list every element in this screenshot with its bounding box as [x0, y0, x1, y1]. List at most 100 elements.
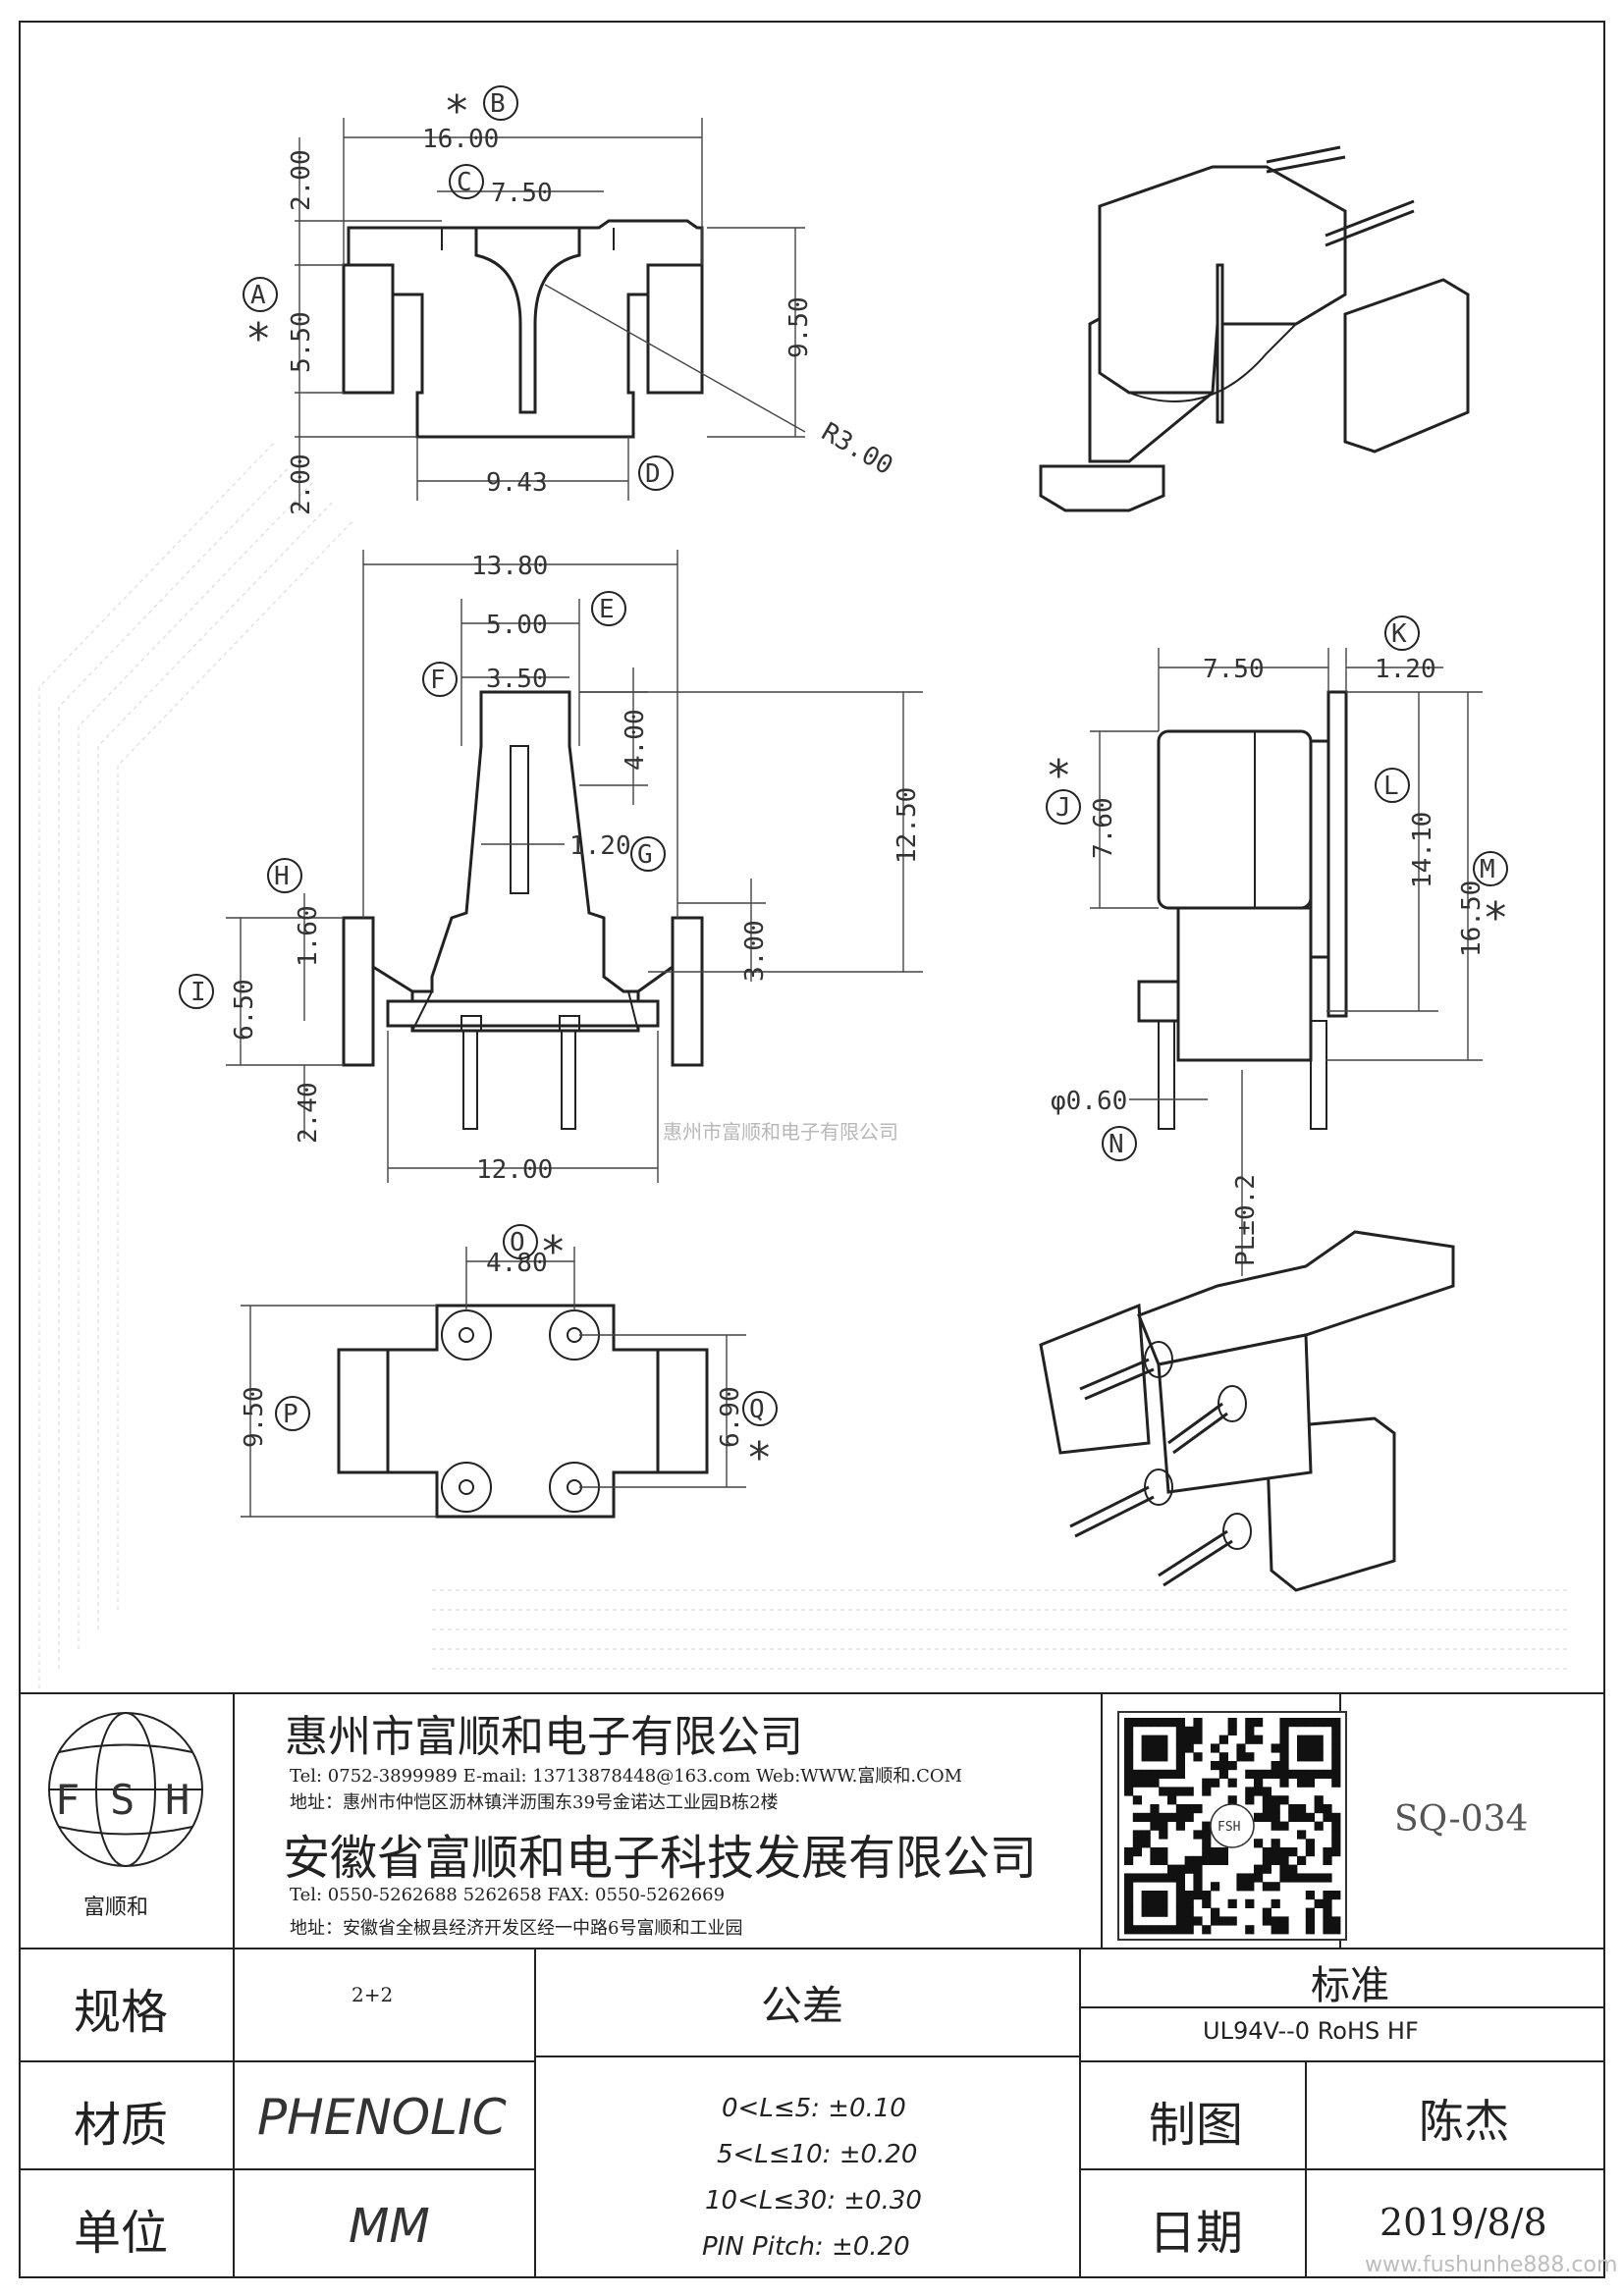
- company-address-anhui: 地址：安徽省全椒县经济开发区经一中路6号富顺和工业园: [290, 1918, 743, 1939]
- critical-mark: *: [1483, 893, 1509, 943]
- qr-module: [1245, 1718, 1255, 1728]
- callout-letter: K: [1391, 619, 1407, 649]
- qr-module: [1297, 1735, 1307, 1744]
- qr-module: [1167, 1873, 1177, 1883]
- qr-module: [1193, 1916, 1203, 1926]
- company-logo: F S H: [48, 1712, 203, 1867]
- qr-module: [1150, 1873, 1160, 1883]
- qr-module: [1245, 1769, 1255, 1779]
- qr-module: [1184, 1812, 1194, 1822]
- iso-pins: [1069, 1341, 1252, 1587]
- qr-module: [1323, 1891, 1332, 1900]
- front-view-pin: [561, 1030, 576, 1130]
- qr-module: [1159, 1855, 1168, 1865]
- iso-pin: [1069, 1485, 1155, 1538]
- qr-module: [1305, 1873, 1315, 1883]
- qr-module: [1331, 1752, 1341, 1762]
- qr-module: [1323, 1769, 1332, 1779]
- qr-module: [1150, 1891, 1160, 1900]
- qr-module: [1279, 1864, 1289, 1874]
- part-number: SQ-034: [1394, 1799, 1529, 1840]
- qr-module: [1124, 1898, 1134, 1908]
- qr-module: [1262, 1855, 1271, 1865]
- qr-module: [1202, 1839, 1212, 1848]
- qr-module: [1202, 1830, 1212, 1840]
- qr-module: [1331, 1726, 1341, 1735]
- dim-label: 7.50: [1203, 655, 1265, 684]
- qr-module: [1141, 1907, 1151, 1917]
- dim-label: 3.50: [486, 665, 548, 694]
- qr-module: [1124, 1855, 1134, 1865]
- callout-letter: A: [250, 281, 266, 310]
- qr-module: [1314, 1804, 1324, 1814]
- dim-label: PL±0.2: [1231, 1174, 1261, 1266]
- qr-module: [1323, 1812, 1332, 1822]
- qr-module: [1314, 1898, 1324, 1908]
- dim-label: R3.00: [817, 417, 898, 481]
- qr-module: [1202, 1898, 1212, 1908]
- dim-label: 9.50: [240, 1386, 269, 1448]
- callout-circle: [503, 1224, 538, 1259]
- qr-module: [1288, 1873, 1298, 1883]
- qr-module: [1150, 1743, 1160, 1753]
- qr-module: [1245, 1873, 1255, 1883]
- qr-module: [1124, 1769, 1134, 1779]
- qr-module: [1331, 1769, 1341, 1779]
- qr-module: [1331, 1761, 1341, 1771]
- qr-module: [1279, 1925, 1289, 1935]
- qr-module: [1211, 1855, 1220, 1865]
- qr-module: [1141, 1925, 1151, 1935]
- qr-module: [1236, 1752, 1246, 1762]
- qr-module: [1271, 1743, 1280, 1753]
- iso-right-flange: [1343, 278, 1470, 454]
- qr-module: [1227, 1898, 1237, 1908]
- qr-module: [1150, 1847, 1160, 1857]
- qr-module: [1218, 1916, 1228, 1926]
- qr-module: [1193, 1735, 1203, 1744]
- iso-pin: [1167, 1402, 1228, 1455]
- qr-module: [1124, 1752, 1134, 1762]
- qr-module: [1227, 1726, 1237, 1735]
- qr-module: [1305, 1847, 1315, 1857]
- dim-label: 6.90: [716, 1386, 745, 1448]
- qr-module: [1159, 1812, 1168, 1822]
- qr-module: [1218, 1761, 1228, 1771]
- qr-module: [1132, 1718, 1142, 1728]
- iso-center-block: [1157, 1333, 1313, 1494]
- qr-module: [1331, 1743, 1341, 1753]
- qr-module: [1279, 1821, 1289, 1831]
- qr-module: [1218, 1847, 1228, 1857]
- qr-module: [1202, 1821, 1212, 1831]
- qr-module: [1297, 1873, 1307, 1883]
- front-view-bevel: [411, 990, 639, 1032]
- callout-circle: [243, 277, 278, 312]
- qr-module: [1141, 1778, 1151, 1788]
- qr-module: [1331, 1925, 1341, 1935]
- qr-module: [1305, 1891, 1315, 1900]
- callout-circle: [1375, 768, 1410, 803]
- qr-module: [1271, 1925, 1280, 1935]
- qr-module: [1314, 1769, 1324, 1779]
- site-watermark: www.fushunhe888.com: [1365, 2253, 1618, 2277]
- qr-module: [1254, 1735, 1264, 1744]
- qr-module: [1305, 1812, 1315, 1822]
- critical-mark: *: [1046, 751, 1072, 801]
- qr-module: [1305, 1735, 1315, 1744]
- qr-module: [1331, 1812, 1341, 1822]
- qr-module: [1184, 1916, 1194, 1926]
- qr-module: [1175, 1864, 1185, 1874]
- callout-letter: E: [599, 595, 615, 624]
- qr-module: [1167, 1925, 1177, 1935]
- qr-module: [1184, 1735, 1194, 1744]
- date-value: 2019/8/8: [1380, 2201, 1547, 2244]
- qr-module: [1305, 1916, 1315, 1926]
- iso-pin-head: [1144, 1341, 1173, 1378]
- qr-module: [1211, 1882, 1220, 1892]
- drawn-by-value: 陈杰: [1419, 2095, 1509, 2148]
- qr-module: [1271, 1847, 1280, 1857]
- qr-module: [1331, 1821, 1341, 1831]
- qr-module: [1175, 1891, 1185, 1900]
- qr-module: [1124, 1743, 1134, 1753]
- top-view-right-flange: [646, 263, 704, 395]
- iso-left-flange: [1039, 1303, 1151, 1455]
